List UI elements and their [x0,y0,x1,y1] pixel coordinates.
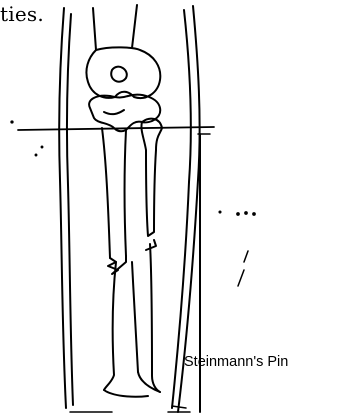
femur-shaft [93,5,137,50]
femur [86,5,160,98]
fibula [141,119,162,250]
leg-outline-right-inner [172,10,191,408]
leg-outline-left-inner [67,14,73,405]
patella [111,67,127,82]
leg-outline-left-outer [59,8,66,408]
speckle-marks [11,121,255,286]
leg-outline [59,6,199,412]
tibial-plateau [89,95,160,132]
tibia-lower [104,244,160,397]
tibia-upper [102,128,126,258]
steinmann-pin-label: Steinmann's Pin [184,354,288,370]
femur-condyles [86,47,160,98]
traction-apparatus [70,134,200,412]
